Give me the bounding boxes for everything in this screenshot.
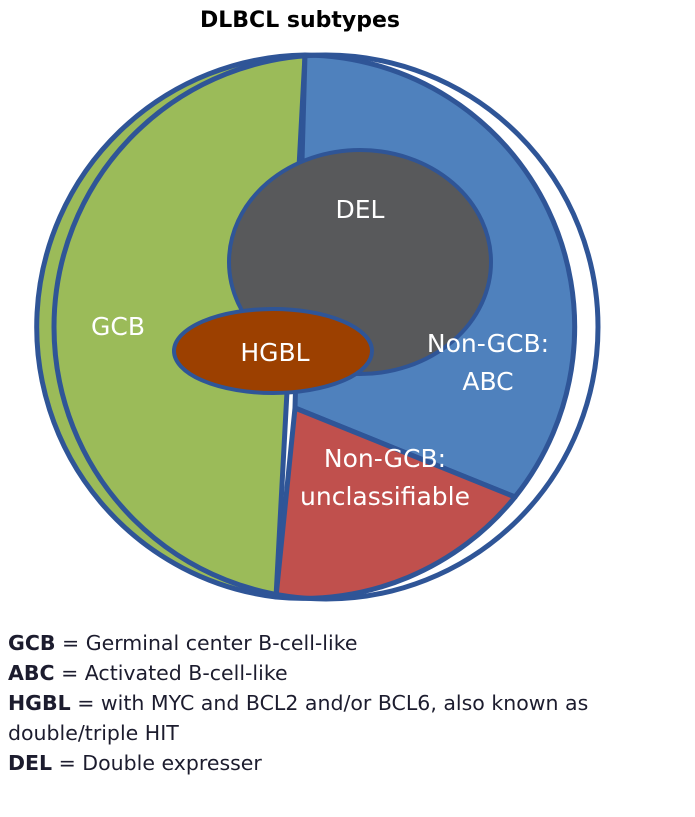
abc-label-line2: ABC — [462, 367, 513, 396]
legend-term: GCB — [8, 631, 56, 655]
unclassifiable-label-line1: Non-GCB: — [324, 444, 446, 473]
hgbl-label: HGBL — [240, 338, 309, 367]
legend: GCB = Germinal center B-cell-like ABC = … — [8, 628, 688, 778]
legend-item-gcb: GCB = Germinal center B-cell-like — [8, 628, 688, 658]
del-label: DEL — [336, 195, 385, 224]
legend-item-abc: ABC = Activated B-cell-like — [8, 658, 688, 688]
legend-item-hgbl: HGBL = with MYC and BCL2 and/or BCL6, al… — [8, 688, 688, 748]
dlbcl-subtype-diagram: GCB DEL HGBL Non-GCB: ABC Non-GCB: uncla… — [34, 52, 601, 602]
gcb-region — [34, 52, 308, 600]
diagram-title: DLBCL subtypes — [200, 8, 400, 33]
hgbl-region — [172, 307, 374, 395]
legend-definition: = Activated B-cell-like — [54, 661, 288, 685]
legend-item-del: DEL = Double expresser — [8, 748, 688, 778]
legend-term: DEL — [8, 751, 53, 775]
legend-term: ABC — [8, 661, 55, 685]
gcb-label: GCB — [91, 312, 145, 341]
legend-definition: = Germinal center B-cell-like — [55, 631, 358, 655]
outer-circle-outline — [51, 52, 601, 602]
legend-definition: = with MYC and BCL2 and/or BCL6, also kn… — [8, 691, 589, 745]
abc-label-line1: Non-GCB: — [427, 329, 549, 358]
unclassifiable-label-line2: unclassifiable — [300, 482, 470, 511]
legend-term: HGBL — [8, 691, 71, 715]
legend-definition: = Double expresser — [52, 751, 262, 775]
